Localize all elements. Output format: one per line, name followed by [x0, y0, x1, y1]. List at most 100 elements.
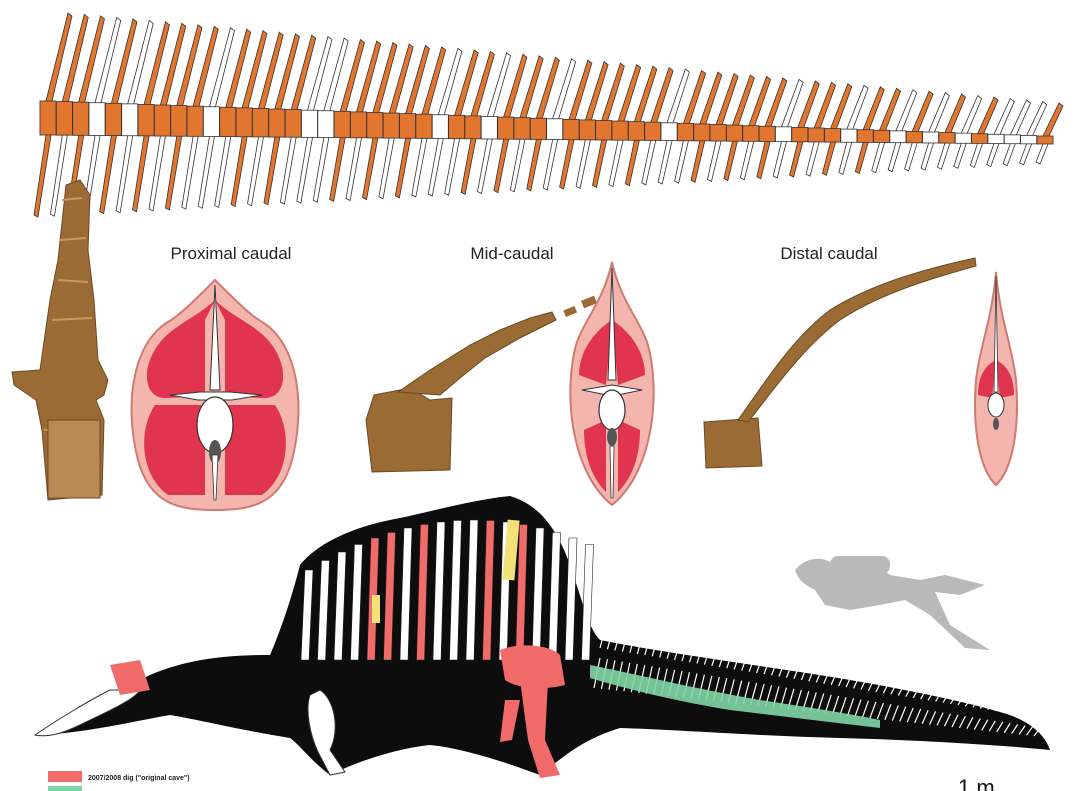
chevron [427, 138, 444, 197]
tail-neural-spine [696, 638, 706, 664]
vertebral-centrum [758, 125, 776, 142]
section-title-proximal: Proximal caudal [171, 244, 292, 263]
chevron [739, 141, 755, 181]
sail-spine [465, 519, 479, 661]
vertebral-centrum [431, 114, 449, 139]
tail-chevron [876, 702, 884, 720]
vertebral-centrum [873, 129, 890, 143]
tail-neural-spine [838, 667, 848, 687]
neural-spine [356, 40, 382, 113]
vertebral-centrum [905, 131, 923, 144]
neural-spine [764, 77, 788, 127]
tail-neural-spine [815, 662, 825, 683]
tail-chevron [884, 704, 892, 720]
chevron [969, 143, 984, 169]
chevron [477, 138, 493, 195]
chevron [115, 135, 134, 214]
chevron [33, 134, 52, 218]
tail-neural-spine [964, 694, 974, 707]
neural-spine [944, 93, 967, 133]
tail-neural-spine [942, 689, 952, 703]
chevron [444, 138, 460, 196]
neural-spine [830, 83, 853, 129]
scale-bar-label: 1 m [958, 775, 995, 791]
neural-spine [1042, 102, 1064, 137]
chevron [904, 142, 918, 172]
neural-spine [1009, 99, 1032, 136]
neural-spine [503, 53, 528, 118]
neural-spine [928, 92, 950, 133]
vertebral-centrum [676, 122, 694, 142]
vertebral-centrum [333, 110, 351, 139]
tail-neural-spine [890, 678, 900, 695]
vertebral-centrum [971, 133, 989, 144]
tail-chevron [839, 696, 847, 716]
chevron [1002, 143, 1016, 167]
tail-chevron [1003, 722, 1011, 734]
vertebral-centrum [987, 133, 1005, 144]
neural-spine [388, 43, 414, 114]
chevron [460, 138, 477, 196]
sail-spine [300, 569, 314, 661]
chevron [953, 143, 967, 169]
tail-chevron [929, 711, 937, 725]
neural-spine [732, 74, 755, 126]
neural-spine [323, 37, 349, 111]
vertebral-centrum [889, 130, 907, 144]
vertebral-centrum [546, 118, 564, 140]
chevron [526, 139, 542, 192]
tail-chevron [966, 717, 974, 729]
chevron [805, 141, 820, 177]
tail-neural-spine [785, 656, 796, 678]
chevron [756, 141, 771, 180]
vertebral-centrum [726, 124, 743, 142]
tail-neural-spine [726, 644, 736, 669]
tail-neural-spine [905, 681, 915, 697]
chevron [1035, 143, 1049, 165]
sail-spine [383, 532, 396, 661]
neural-spine [258, 31, 284, 109]
tail-chevron [921, 709, 929, 725]
tail-neural-spine [957, 692, 967, 706]
chevron [329, 137, 346, 202]
chevron [181, 136, 199, 210]
tail-neural-spine [897, 680, 907, 696]
vertebral-centrum [399, 113, 417, 139]
neural-spine [61, 13, 89, 102]
sail-spine [317, 560, 330, 661]
vertebral-centrum [627, 121, 645, 141]
chevron [247, 136, 264, 207]
tail-neural-spine [621, 622, 631, 652]
sail-spine [350, 544, 363, 661]
tail-neural-spine [644, 627, 654, 656]
neural-spine [781, 78, 804, 127]
tail-chevron [899, 706, 907, 722]
tail-neural-spine [979, 697, 989, 709]
tail-neural-spine [636, 625, 646, 655]
tail-neural-spine [778, 655, 788, 677]
vertebral-centra [39, 100, 1054, 145]
vertebral-centrum [791, 126, 809, 143]
tail-neural-spine [599, 617, 609, 649]
vertebral-centrum [121, 103, 139, 137]
vertebral-centrum [693, 123, 711, 142]
tail-neural-spine [808, 661, 818, 682]
tail-chevron [832, 695, 840, 715]
tail-neural-spine [800, 659, 810, 681]
chevron [608, 140, 624, 188]
tail-neural-spine [741, 647, 751, 671]
sail-spine [333, 551, 347, 661]
tail-chevron [891, 705, 899, 721]
chevron [854, 142, 869, 175]
neural-spine [437, 47, 463, 115]
vertebral-centrum [39, 100, 57, 136]
neural-spine [568, 59, 593, 120]
tail-chevron [943, 713, 952, 727]
tail-chevron [914, 708, 922, 724]
skeletal-reconstruction [33, 496, 1050, 778]
proximal-caudal-cross-section [130, 278, 300, 512]
neural-spine [372, 41, 398, 113]
vertebral-centrum [497, 116, 515, 140]
tail-chevron [1033, 727, 1041, 737]
